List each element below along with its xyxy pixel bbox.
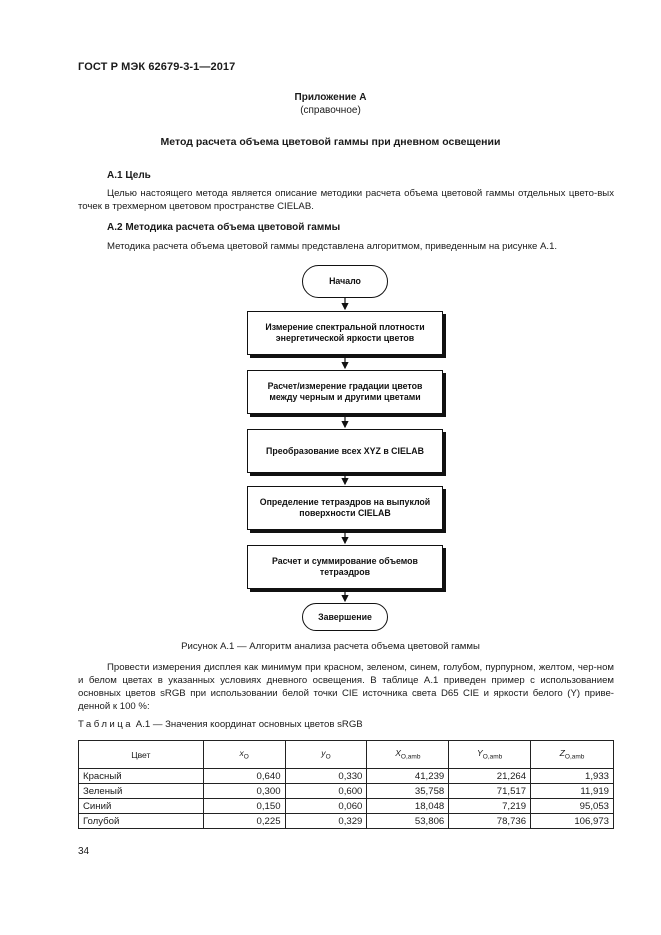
cell-X: 18,048 — [366, 798, 450, 814]
cell-x: 0,300 — [202, 783, 286, 799]
header-X-sub: O,amb — [400, 753, 421, 761]
section-text-a2: Методика расчета объема цветовой гаммы п… — [78, 240, 614, 253]
cell-X: 53,806 — [366, 813, 450, 829]
cell-X: 41,239 — [366, 768, 450, 784]
flow-step-3: Преобразование всех XYZ в CIELAB — [247, 429, 443, 473]
header-Z-amb: ZO,amb — [530, 740, 614, 769]
cell-name: Синий — [78, 798, 204, 814]
header-x-main: x — [239, 748, 244, 759]
cell-Z: 11,919 — [530, 783, 614, 799]
cell-y: 0,600 — [284, 783, 368, 799]
header-y-sub: O — [325, 753, 331, 761]
header-Z-main: Z — [559, 748, 565, 759]
cell-Z: 95,053 — [530, 798, 614, 814]
table-row: Красный 0,640 0,330 41,239 21,264 1,933 — [78, 768, 614, 784]
appendix-subtitle: (справочное) — [300, 105, 361, 116]
header-x: xO — [202, 740, 286, 769]
section-a1-paragraph: Целью настоящего метода является описани… — [78, 188, 614, 212]
header-X-amb: XO,amb — [366, 740, 450, 769]
cell-name: Красный — [78, 768, 204, 784]
table-row: Голубой 0,225 0,329 53,806 78,736 106,97… — [78, 813, 614, 829]
flowchart: Начало Измерение спектральной плотности … — [245, 262, 445, 632]
flow-step-5: Расчет и суммирование объемов тетраэдров — [247, 545, 443, 589]
flow-end: Завершение — [302, 603, 388, 631]
cell-name: Голубой — [78, 813, 204, 829]
flow-step-2: Расчет/измерение градации цветов между ч… — [247, 370, 443, 414]
cell-X: 35,758 — [366, 783, 450, 799]
table-title: Таблица А.1 — Значения координат основны… — [78, 719, 363, 730]
appendix-title: Приложение А — [294, 92, 367, 103]
flow-step-4: Определение тетраэдров на выпуклой повер… — [247, 486, 443, 530]
section-title-a1: А.1 Цель — [107, 170, 151, 181]
flowchart-connectors — [341, 298, 349, 603]
cell-Y: 7,219 — [448, 798, 532, 814]
flow-step-1: Измерение спектральной плотности энергет… — [247, 311, 443, 355]
cell-Z: 106,973 — [530, 813, 614, 829]
cell-Y: 21,264 — [448, 768, 532, 784]
cell-y: 0,330 — [284, 768, 368, 784]
cell-Y: 78,736 — [448, 813, 532, 829]
standard-designation: ГОСТ Р МЭК 62679-3-1—2017 — [78, 61, 236, 73]
table-row: Зеленый 0,300 0,600 35,758 71,517 11,919 — [78, 783, 614, 799]
cell-name: Зеленый — [78, 783, 204, 799]
cell-x: 0,150 — [202, 798, 286, 814]
header-color: Цвет — [78, 740, 204, 769]
header-x-sub: O — [243, 753, 249, 761]
flow-start: Начало — [302, 265, 388, 298]
header-Y-main: Y — [477, 748, 483, 759]
cell-x: 0,640 — [202, 768, 286, 784]
table-title-prefix: Таблица — [78, 719, 134, 730]
header-y: yO — [284, 740, 368, 769]
figure-caption: Рисунок А.1 — Алгоритм анализа расчета о… — [181, 641, 480, 652]
section-title-a2: А.2 Методика расчета объема цветовой гам… — [107, 222, 341, 233]
header-X-main: X — [395, 748, 401, 759]
table-header-row: Цвет xO yO XO,amb YO,amb ZO,amb — [78, 740, 614, 769]
section-text-a1: Целью настоящего метода является описани… — [78, 187, 614, 213]
paragraph-measurements: Провести измерения дисплея как минимум п… — [78, 661, 614, 713]
header-Y-amb: YO,amb — [448, 740, 532, 769]
header-Y-sub: O,amb — [482, 753, 503, 761]
header-Z-sub: O,amb — [564, 753, 585, 761]
section-a2-paragraph: Методика расчета объема цветовой гаммы п… — [107, 241, 558, 252]
table-row: Синий 0,150 0,060 18,048 7,219 95,053 — [78, 798, 614, 814]
measurements-text: Провести измерения дисплея как минимум п… — [78, 662, 614, 712]
page-number: 34 — [78, 846, 90, 857]
cell-y: 0,329 — [284, 813, 368, 829]
appendix-heading: Метод расчета объема цветовой гаммы при … — [160, 136, 501, 148]
header-y-main: y — [321, 748, 326, 759]
cell-Y: 71,517 — [448, 783, 532, 799]
table-title-text: А.1 — Значения координат основных цветов… — [133, 719, 363, 730]
cell-x: 0,225 — [202, 813, 286, 829]
coordinates-table: Цвет xO yO XO,amb YO,amb ZO,amb Красный … — [78, 740, 614, 829]
cell-y: 0,060 — [284, 798, 368, 814]
cell-Z: 1,933 — [530, 768, 614, 784]
